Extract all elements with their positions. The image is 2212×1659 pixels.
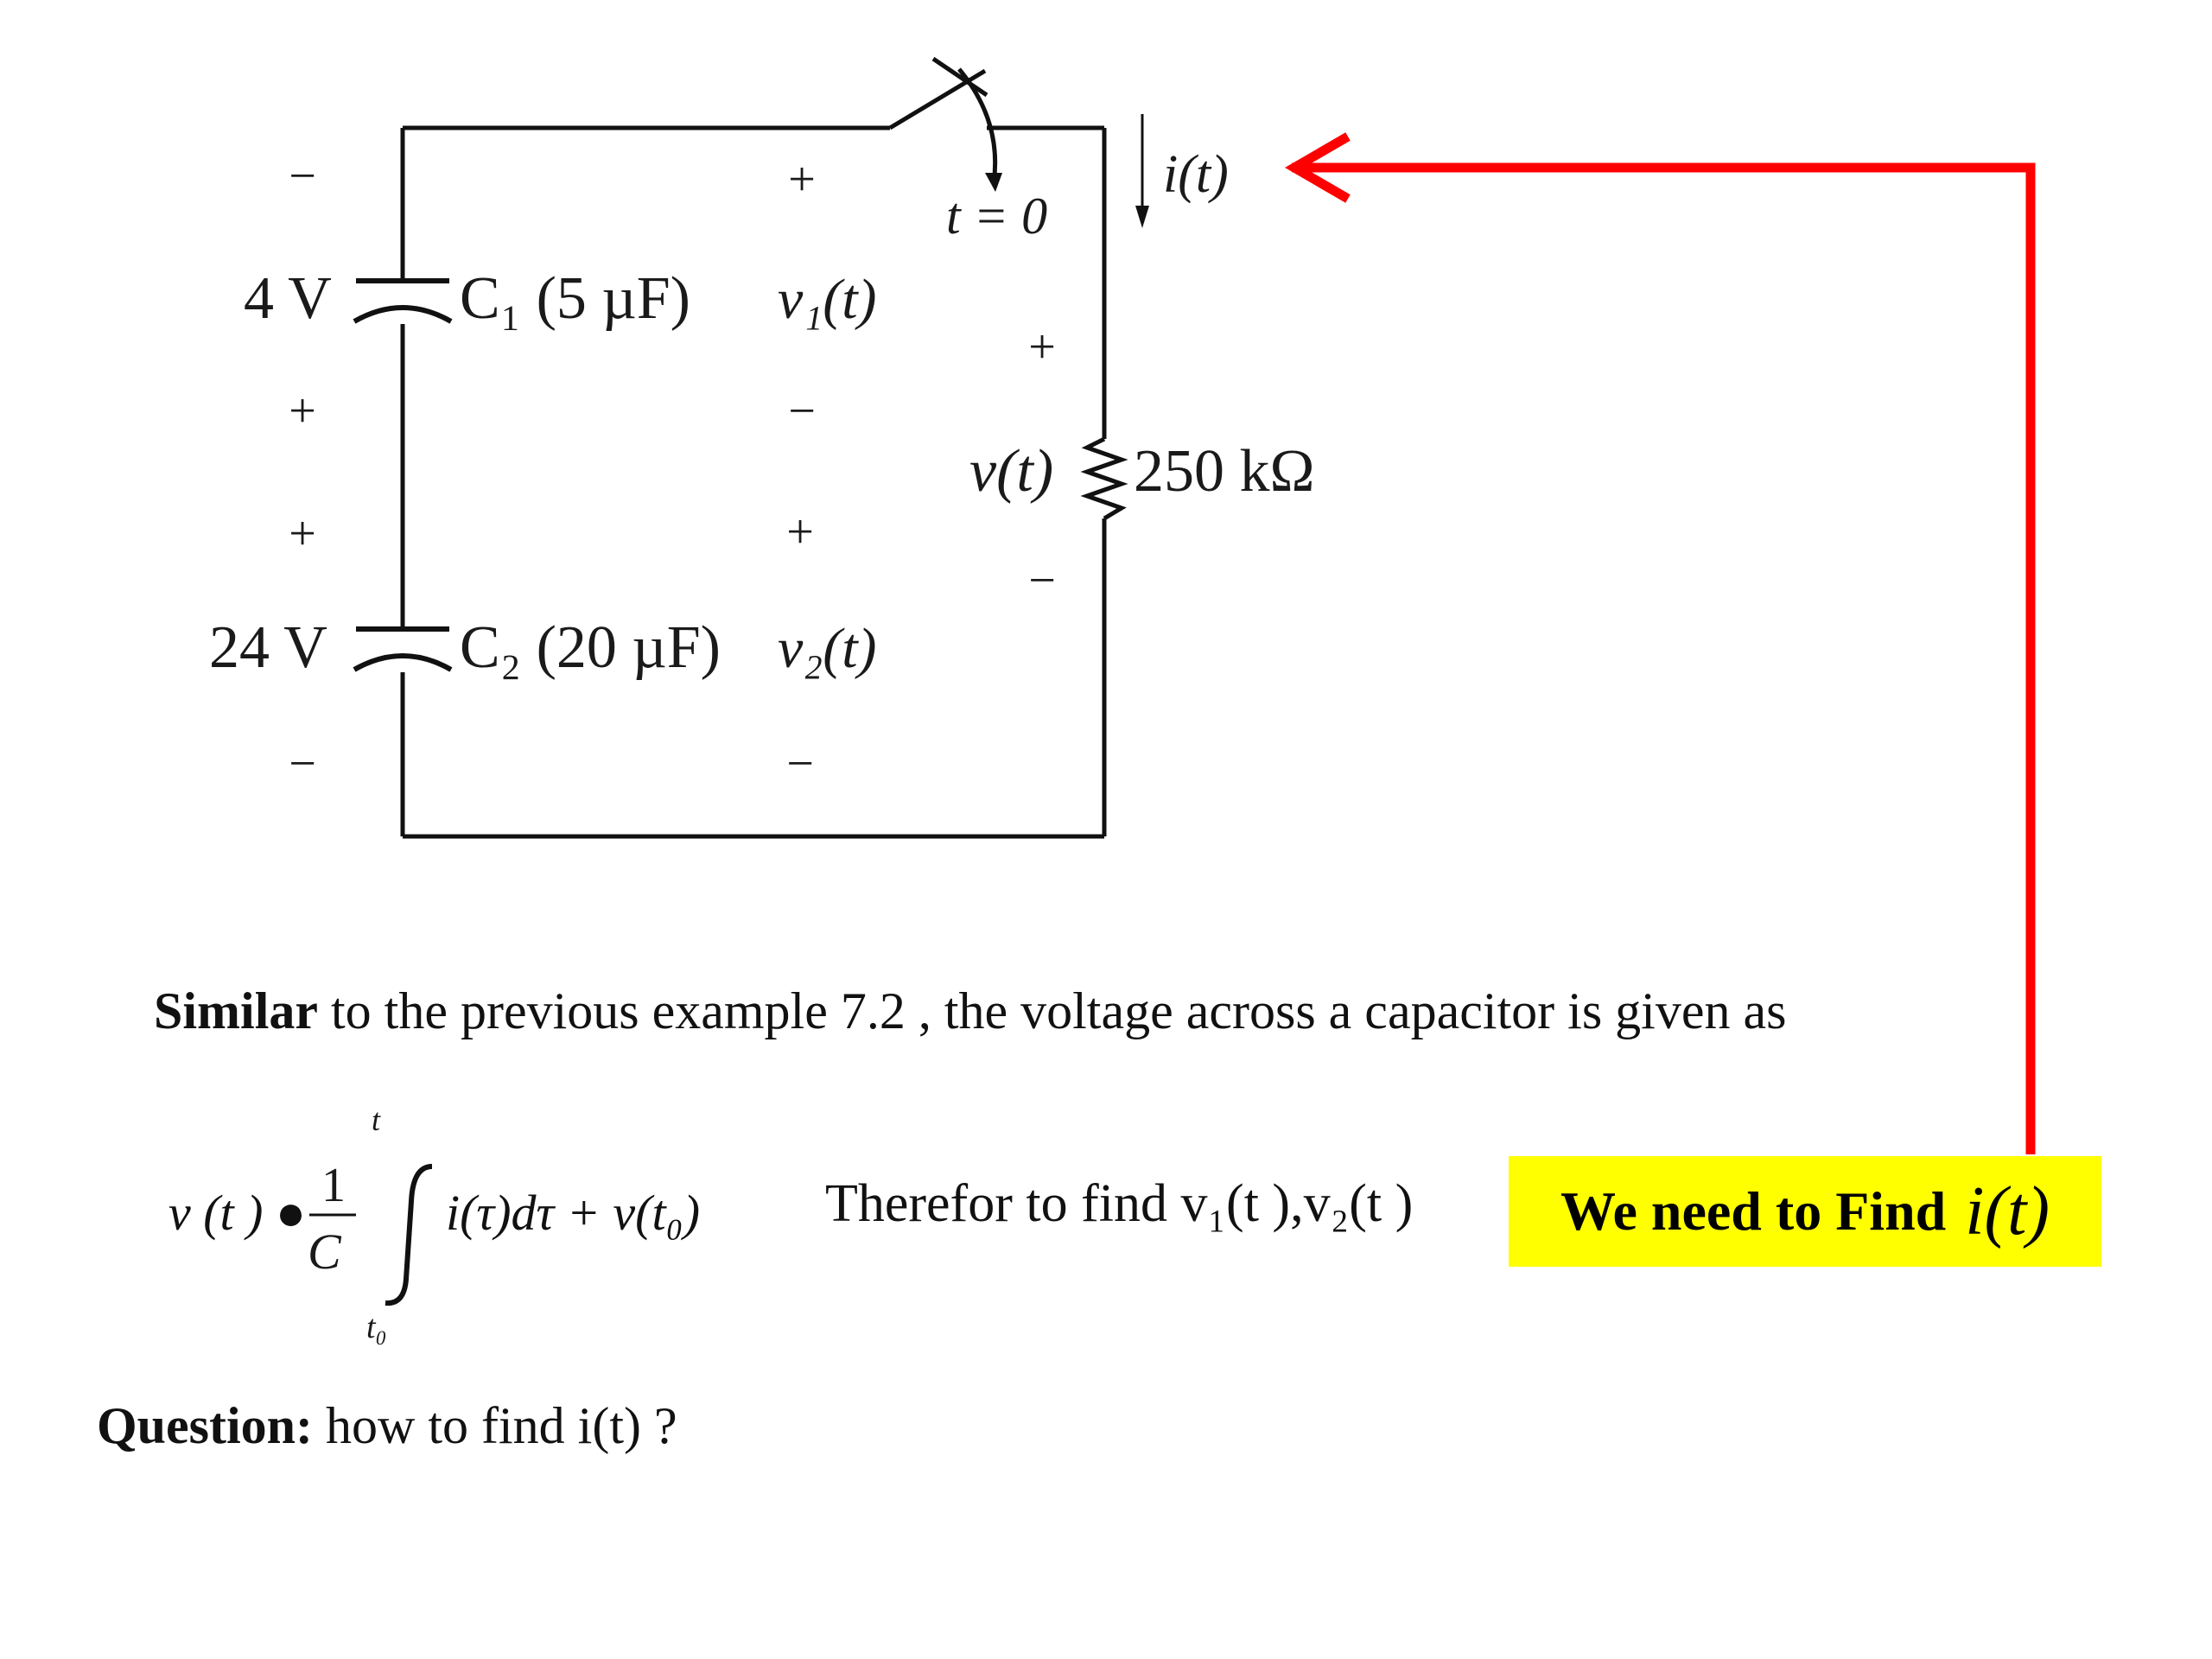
c1-label: C₁ (5 µF) <box>460 265 690 332</box>
formula-body: i(τ)dτ + v(t₀) <box>446 1185 701 1241</box>
c1-voltage-label: 4 V <box>244 265 332 332</box>
v2-bottom-sign: − <box>786 737 814 791</box>
formula-upper-limit: t <box>372 1103 381 1137</box>
resistor-label: 250 kΩ <box>1134 438 1315 505</box>
question-rest: how to find i(t) ? <box>313 1397 677 1454</box>
v1-bottom-sign: − <box>788 385 816 438</box>
circuit-wires <box>400 125 1107 839</box>
formula-lower-limit: t₀ <box>366 1309 387 1345</box>
v2-label: v₂(t) <box>778 617 877 680</box>
question-text: Question: how to find i(t) ? <box>97 1396 677 1456</box>
question-bold: Question: <box>97 1397 314 1454</box>
resistor-top-sign: + <box>1028 321 1056 374</box>
current-label: i(t) <box>1163 145 1229 204</box>
c2-label: C₂ (20 µF) <box>460 614 721 681</box>
red-callout-arrow <box>1285 132 2036 1154</box>
formula-lhs: v (t ) ● <box>168 1185 307 1241</box>
switch <box>888 56 1002 192</box>
formula-numerator: 1 <box>321 1159 346 1212</box>
callout-symbol: i(t) <box>1965 1173 2050 1249</box>
formula-denominator: C <box>308 1224 342 1280</box>
c1-bottom-sign: + <box>289 385 316 438</box>
callout-text: We need to Find <box>1560 1180 1947 1242</box>
c1-top-sign: − <box>289 149 316 203</box>
similar-bold: Similar <box>154 982 318 1039</box>
c2-voltage-label: 24 V <box>209 614 327 681</box>
resistor <box>1080 436 1128 521</box>
description-paragraph: Similar to the previous example 7.2 , th… <box>154 982 1786 1041</box>
capacitor-c2 <box>353 626 453 672</box>
resistor-bottom-sign: − <box>1028 554 1056 607</box>
v1-top-sign: + <box>788 153 816 207</box>
v1-label: v₁(t) <box>778 268 877 331</box>
v2-top-sign: + <box>786 505 814 559</box>
switch-label: t = 0 <box>946 188 1047 245</box>
resistor-voltage-label: v(t) <box>969 438 1053 505</box>
therefor-text: Therefor to find v₁(t ),v₂(t ) <box>825 1174 1414 1233</box>
c2-bottom-sign: − <box>289 737 316 791</box>
c2-top-sign: + <box>289 507 316 561</box>
capacitor-c1 <box>353 278 453 324</box>
similar-rest: to the previous example 7.2 , the voltag… <box>318 982 1787 1039</box>
find-current-callout: We need to Find i(t) <box>1509 1156 2101 1267</box>
current-arrow <box>1135 114 1149 228</box>
integral-sign <box>385 1164 433 1306</box>
